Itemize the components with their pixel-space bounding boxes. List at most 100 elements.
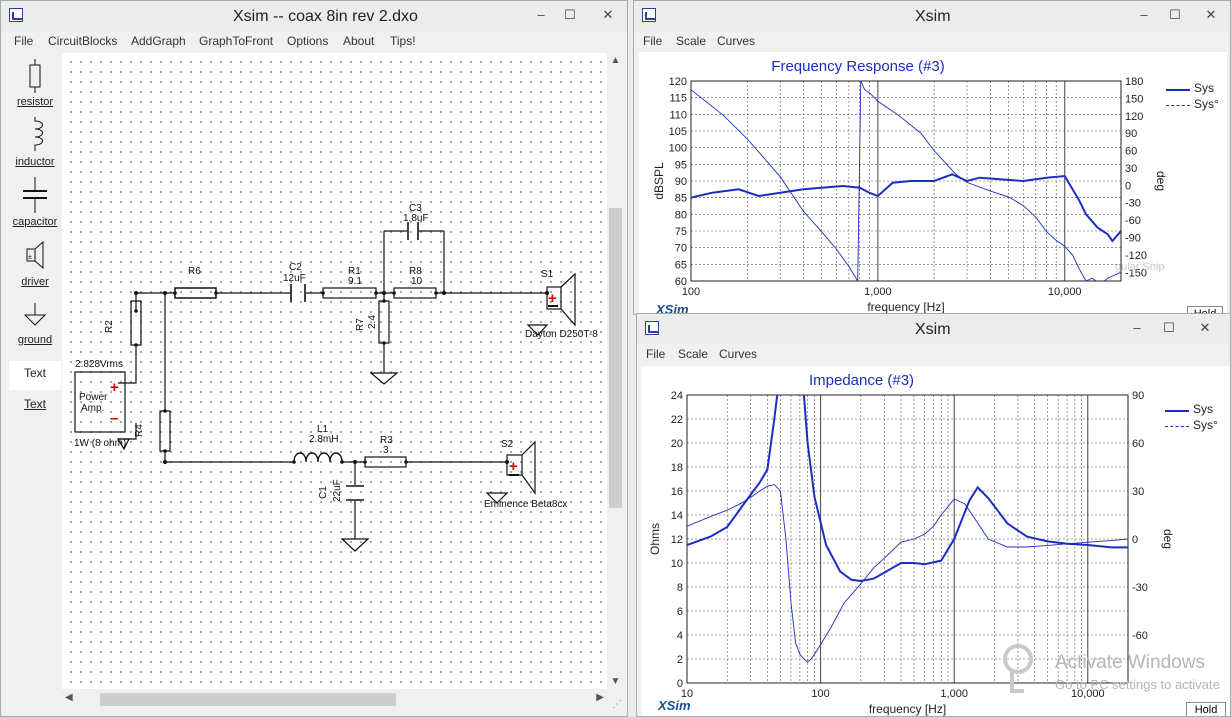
source-voltage-label: 2.828Vrms: [75, 359, 123, 370]
y2-tick-label: -30: [1125, 198, 1141, 210]
maximize-icon[interactable]: ☐: [1169, 7, 1181, 22]
y-tick-label: 85: [675, 193, 687, 205]
close-icon[interactable]: ✕: [1199, 320, 1211, 335]
minimize-icon[interactable]: –: [537, 7, 545, 22]
horizontal-scroll-thumb[interactable]: [100, 693, 396, 706]
watermark-line-1: Activate Windows: [1055, 652, 1205, 673]
y-tick-label: 22: [671, 414, 683, 426]
menu-graphtofront[interactable]: GraphToFront: [199, 34, 274, 48]
circuit-diagram: +– ++ 2.828Vrms Power Amp. 1W (8 ohm) R6…: [74, 203, 598, 552]
y-tick-label: 20: [671, 438, 683, 450]
horizontal-scrollbar[interactable]: ◀ ▶: [62, 691, 607, 708]
r2-label: R2: [104, 320, 115, 333]
close-icon[interactable]: ✕: [602, 7, 614, 22]
imp-titlebar[interactable]: Xsim – ☐ ✕: [637, 314, 1230, 344]
menu-file[interactable]: File: [643, 34, 663, 48]
r8-name: R8: [409, 266, 422, 277]
capacitor-icon: [23, 177, 47, 213]
y-tick-label: 95: [675, 159, 687, 171]
menu-tips[interactable]: Tips!: [390, 34, 416, 48]
hold-button[interactable]: Hold: [1186, 702, 1226, 716]
menu-curves[interactable]: Curves: [717, 34, 756, 48]
r3-name: R3: [380, 435, 393, 446]
palette-text-plain[interactable]: Text: [9, 361, 61, 390]
y2-tick-label: -120: [1125, 250, 1147, 262]
y-tick-label: 110: [669, 109, 687, 121]
y-tick-label: 70: [675, 243, 687, 255]
speaker-icon: ±: [26, 240, 44, 270]
menu-about[interactable]: About: [343, 34, 375, 48]
y-tick-label: 24: [671, 390, 683, 402]
menu-curves[interactable]: Curves: [719, 347, 758, 361]
c2-value: 12uF: [283, 273, 306, 284]
palette-resistor[interactable]: resistor: [9, 59, 61, 108]
hold-button[interactable]: Hold: [1187, 306, 1223, 314]
palette-driver[interactable]: ± driver: [9, 239, 61, 288]
app-icon[interactable]: [9, 8, 23, 22]
s2-model: Eminence Beta8cx: [484, 499, 567, 510]
app-icon[interactable]: [645, 321, 659, 335]
app-icon[interactable]: [642, 8, 656, 22]
menu-file[interactable]: File: [646, 347, 666, 361]
legend-sys-label: Sys: [1193, 402, 1214, 416]
palette-text-link[interactable]: Text: [9, 397, 61, 411]
y2-tick-label: 0: [1125, 180, 1131, 192]
scroll-left-icon[interactable]: ◀: [65, 692, 73, 703]
svg-text:–: –: [110, 410, 118, 427]
y2-axis-label: deg: [1154, 171, 1168, 191]
schematic-canvas[interactable]: +– ++ 2.828Vrms Power Amp. 1W (8 ohm) R6…: [62, 53, 607, 689]
menu-addgraph[interactable]: AddGraph: [131, 34, 186, 48]
y2-tick-label: 60: [1132, 438, 1144, 450]
frequency-response-chart: 1201151101051009590858075706560180150120…: [652, 76, 1168, 314]
scroll-down-icon[interactable]: ▼: [610, 676, 621, 687]
y2-tick-label: 180: [1125, 76, 1143, 88]
l1-value: 2.8mH: [309, 434, 338, 445]
y-tick-label: 2: [677, 654, 683, 666]
menu-file[interactable]: File: [14, 34, 34, 48]
r7-name: R7: [355, 318, 366, 331]
y-tick-label: 80: [675, 209, 687, 221]
maximize-icon[interactable]: ☐: [564, 7, 576, 22]
freq-titlebar[interactable]: Xsim – ☐ ✕: [634, 1, 1230, 31]
close-icon[interactable]: ✕: [1205, 7, 1217, 22]
menu-scale[interactable]: Scale: [678, 347, 709, 361]
x-tick-label: 100: [682, 286, 700, 298]
palette-capacitor[interactable]: capacitor: [9, 177, 61, 228]
c3-value: 1.8uF: [403, 213, 429, 224]
svg-text:+: +: [509, 458, 518, 475]
scroll-right-icon[interactable]: ▶: [596, 692, 604, 703]
y2-tick-label: 60: [1125, 146, 1137, 158]
minimize-icon[interactable]: –: [1133, 320, 1141, 335]
menu-circuitblocks[interactable]: CircuitBlocks: [48, 34, 118, 48]
scroll-up-icon[interactable]: ▲: [610, 55, 621, 66]
y-tick-label: 8: [677, 582, 683, 594]
source-label-1: Power: [79, 392, 108, 403]
frequency-response-window: Xsim – ☐ ✕ File Scale Curves Frequency R…: [633, 0, 1231, 315]
schematic-window: Xsim -- coax 8in rev 2.dxo – ☐ ✕ File Ci…: [0, 0, 628, 717]
window-title: Xsim -- coax 8in rev 2.dxo: [233, 8, 418, 25]
schematic-titlebar[interactable]: Xsim -- coax 8in rev 2.dxo – ☐ ✕: [1, 1, 627, 31]
y-tick-label: 115: [669, 93, 687, 105]
palette-label-resistor: resistor: [16, 96, 54, 108]
y2-tick-label: 90: [1132, 390, 1144, 402]
resize-grip-icon[interactable]: ⋰: [612, 699, 622, 710]
y-tick-label: 0: [677, 678, 683, 690]
c1-value: 22uF: [332, 479, 343, 502]
maximize-icon[interactable]: ☐: [1163, 320, 1175, 335]
legend-sys-phase-label: Sys°: [1194, 97, 1219, 111]
palette-inductor[interactable]: inductor: [9, 117, 61, 168]
minimize-icon[interactable]: –: [1140, 7, 1148, 22]
vertical-scrollbar[interactable]: ▲ ▼: [607, 53, 624, 689]
x-axis-label: frequency [Hz]: [869, 702, 946, 716]
window-title: Xsim: [915, 321, 951, 338]
palette-ground[interactable]: ground: [9, 301, 61, 346]
legend-sys-label: Sys: [1194, 81, 1215, 95]
inductor-icon: [34, 117, 43, 151]
s2-name: S2: [501, 439, 514, 450]
vertical-scroll-thumb[interactable]: [609, 208, 622, 508]
freq-menubar: File Scale Curves: [634, 31, 1230, 51]
menu-options[interactable]: Options: [287, 34, 329, 48]
menu-scale[interactable]: Scale: [676, 34, 707, 48]
resistor-icon: [29, 59, 41, 93]
